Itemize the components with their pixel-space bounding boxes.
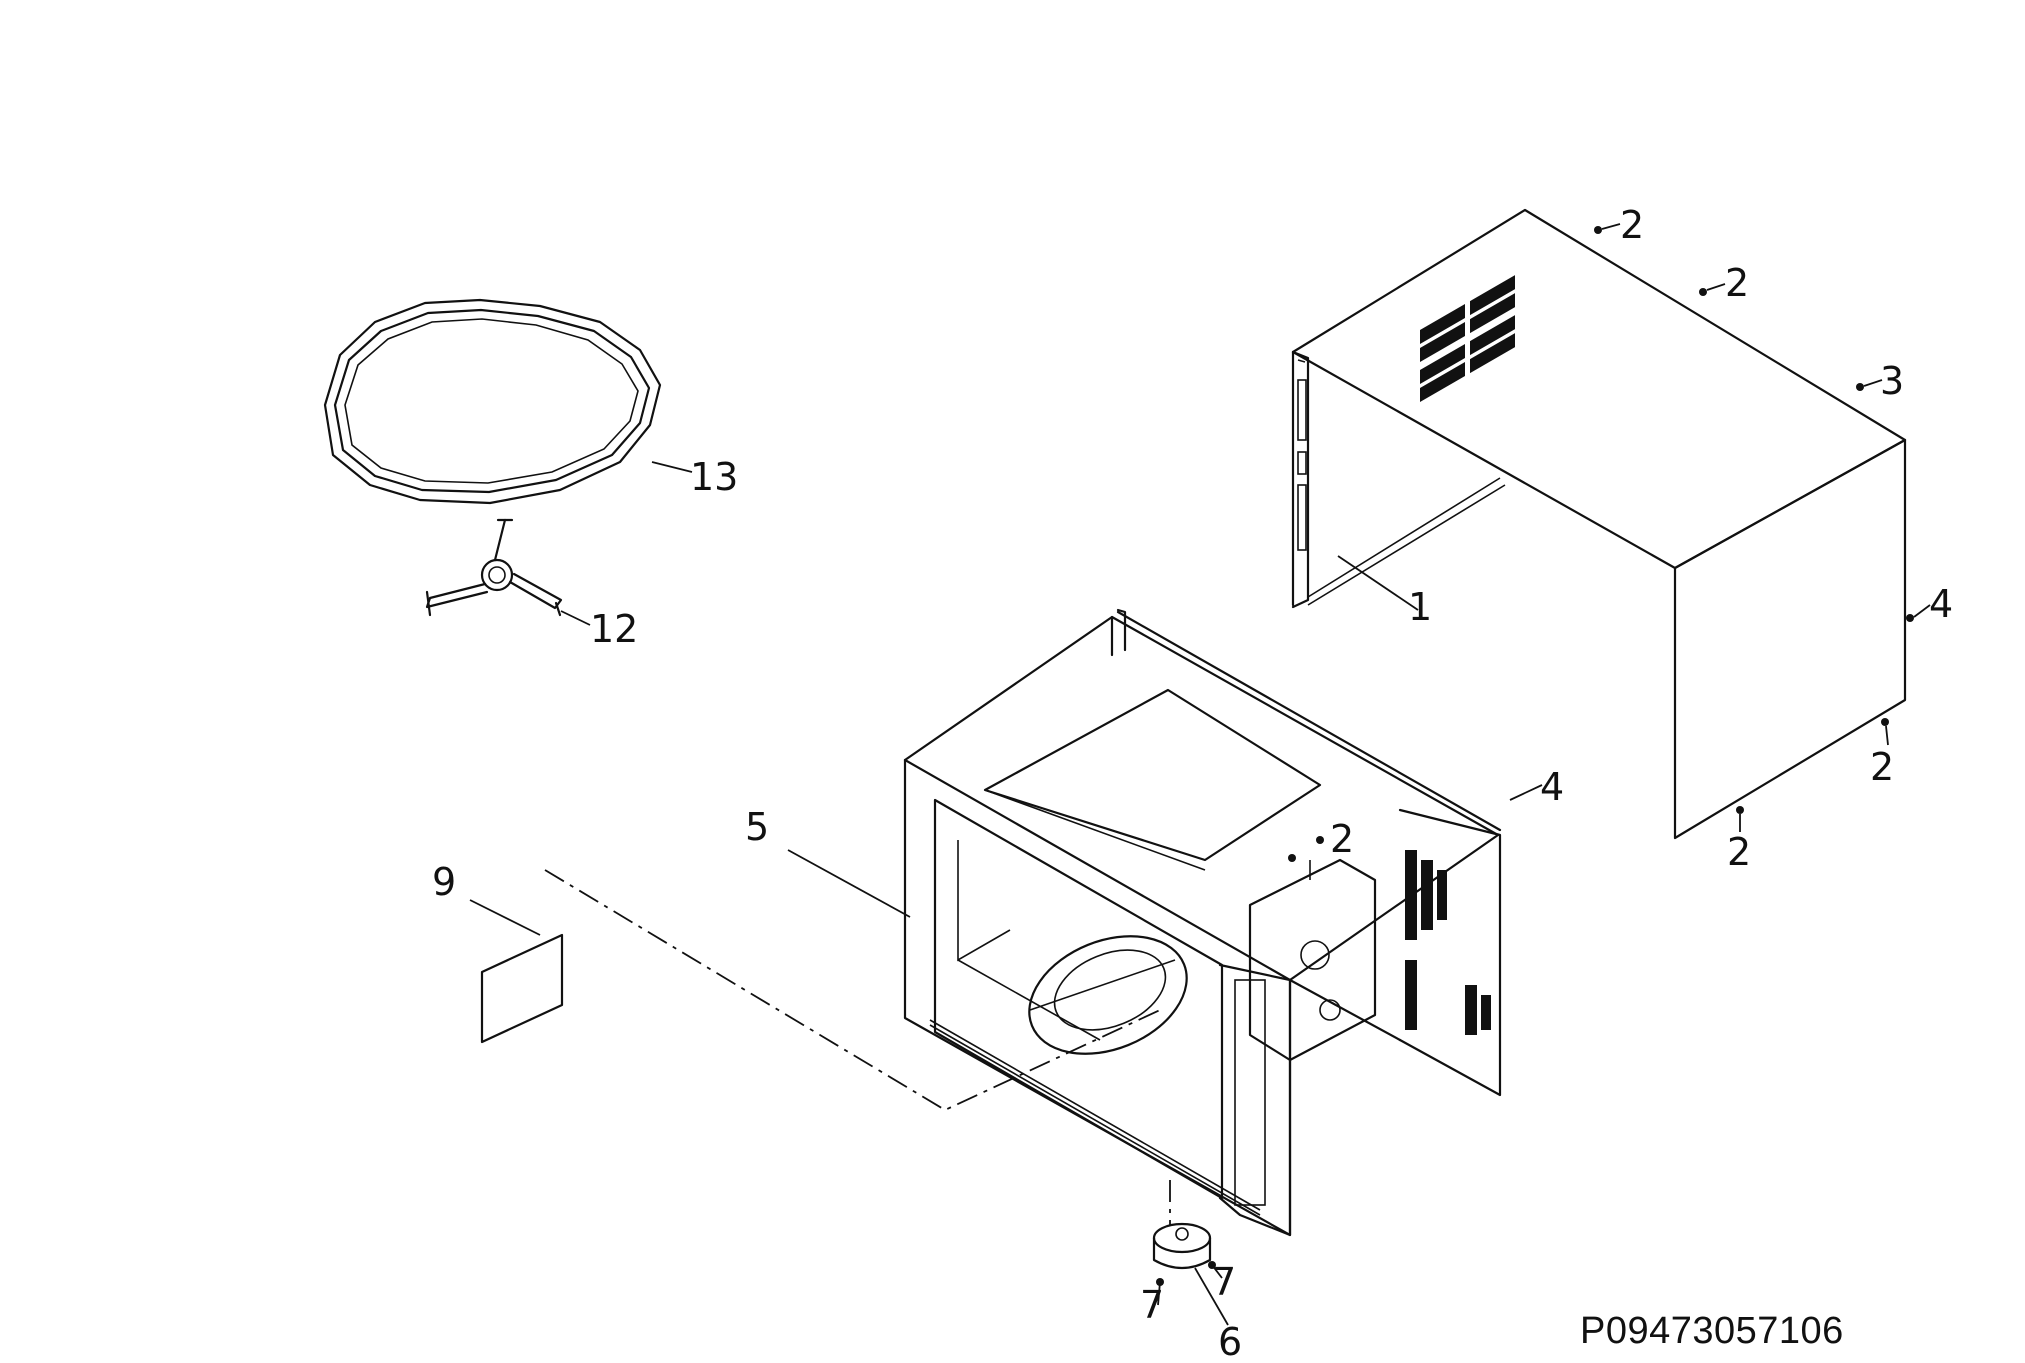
oven-cavity-drawing — [903, 608, 1502, 1237]
callout-5: 5 — [745, 805, 769, 849]
leader-lines — [469, 223, 1931, 1326]
callout-2-bottom-left: 2 — [1727, 830, 1751, 874]
callout-4-side: 4 — [1929, 582, 1953, 626]
outer-cabinet-drawing — [1291, 208, 1914, 840]
callout-2-top-a: 2 — [1620, 203, 1644, 247]
callout-7-left: 7 — [1140, 1283, 1164, 1327]
turntable-tray-drawing — [323, 298, 662, 505]
callout-9: 9 — [432, 860, 456, 904]
callout-4-chassis: 4 — [1540, 765, 1564, 809]
turntable-motor-drawing — [1152, 1180, 1216, 1286]
callout-2-bottom-right: 2 — [1870, 745, 1894, 789]
callout-13: 13 — [690, 455, 738, 499]
roller-support-drawing — [425, 518, 563, 617]
callout-3: 3 — [1880, 359, 1904, 403]
callout-12: 12 — [590, 607, 638, 651]
label-plate-drawing — [480, 933, 564, 1044]
callout-2-chassis: 2 — [1330, 817, 1354, 861]
drawing-code: P09473057106 — [1580, 1310, 1844, 1352]
callout-6: 6 — [1218, 1320, 1242, 1363]
callout-1: 1 — [1408, 585, 1432, 629]
callout-2-top-b: 2 — [1725, 261, 1749, 305]
callout-7-right: 7 — [1212, 1260, 1236, 1304]
